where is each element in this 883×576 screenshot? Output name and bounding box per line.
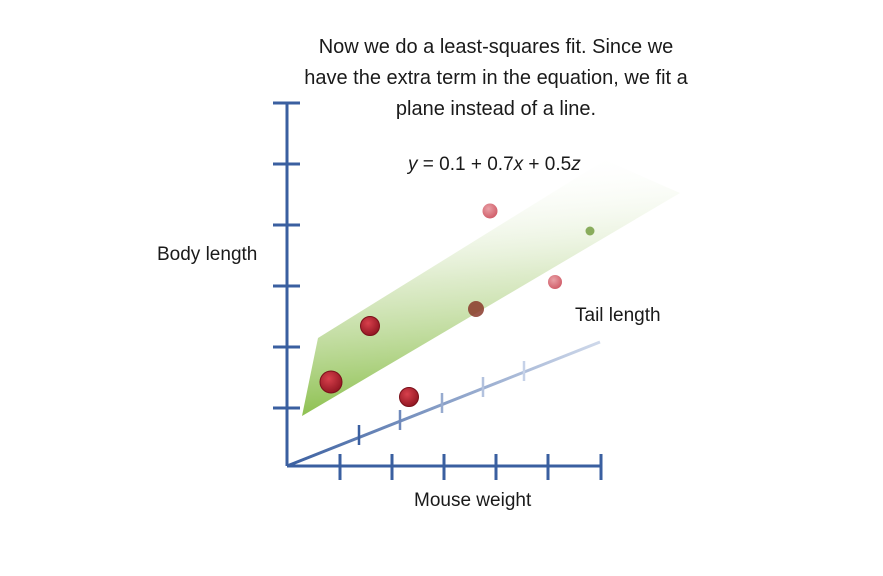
caption-line-3: plane instead of a line. — [395, 98, 597, 120]
caption-line-1: Now we do a least-squares fit. Since we — [318, 36, 674, 58]
caption-line-2: have the extra term in the equation, we … — [304, 67, 688, 89]
y-axis-ticks — [273, 101, 300, 410]
x-axis-label: Mouse weight — [414, 490, 532, 511]
data-point-faded — [482, 203, 498, 219]
data-point — [399, 387, 419, 407]
equation-part: = 0.1 + 0.7 — [417, 154, 514, 175]
equation-y: y — [408, 154, 418, 175]
data-point — [360, 316, 380, 336]
equation-z: z — [571, 154, 581, 175]
data-points — [319, 203, 595, 407]
z-axis — [286, 340, 601, 468]
data-point — [468, 301, 484, 317]
data-point-faded — [585, 226, 595, 236]
fitted-plane — [302, 160, 680, 416]
y-axis-label: Body length — [157, 244, 258, 265]
fit-equation: y = 0.1 + 0.7x + 0.5z — [408, 154, 581, 176]
data-point — [319, 370, 343, 394]
equation-x: x — [513, 154, 524, 175]
z-axis-label: Tail length — [575, 305, 661, 326]
caption: Now we do a least-squares fit. Since we … — [280, 32, 712, 125]
z-axis-ticks — [357, 361, 526, 445]
x-axis-ticks — [338, 454, 603, 480]
data-point-faded — [548, 275, 562, 289]
equation-part: + 0.5 — [523, 154, 572, 175]
